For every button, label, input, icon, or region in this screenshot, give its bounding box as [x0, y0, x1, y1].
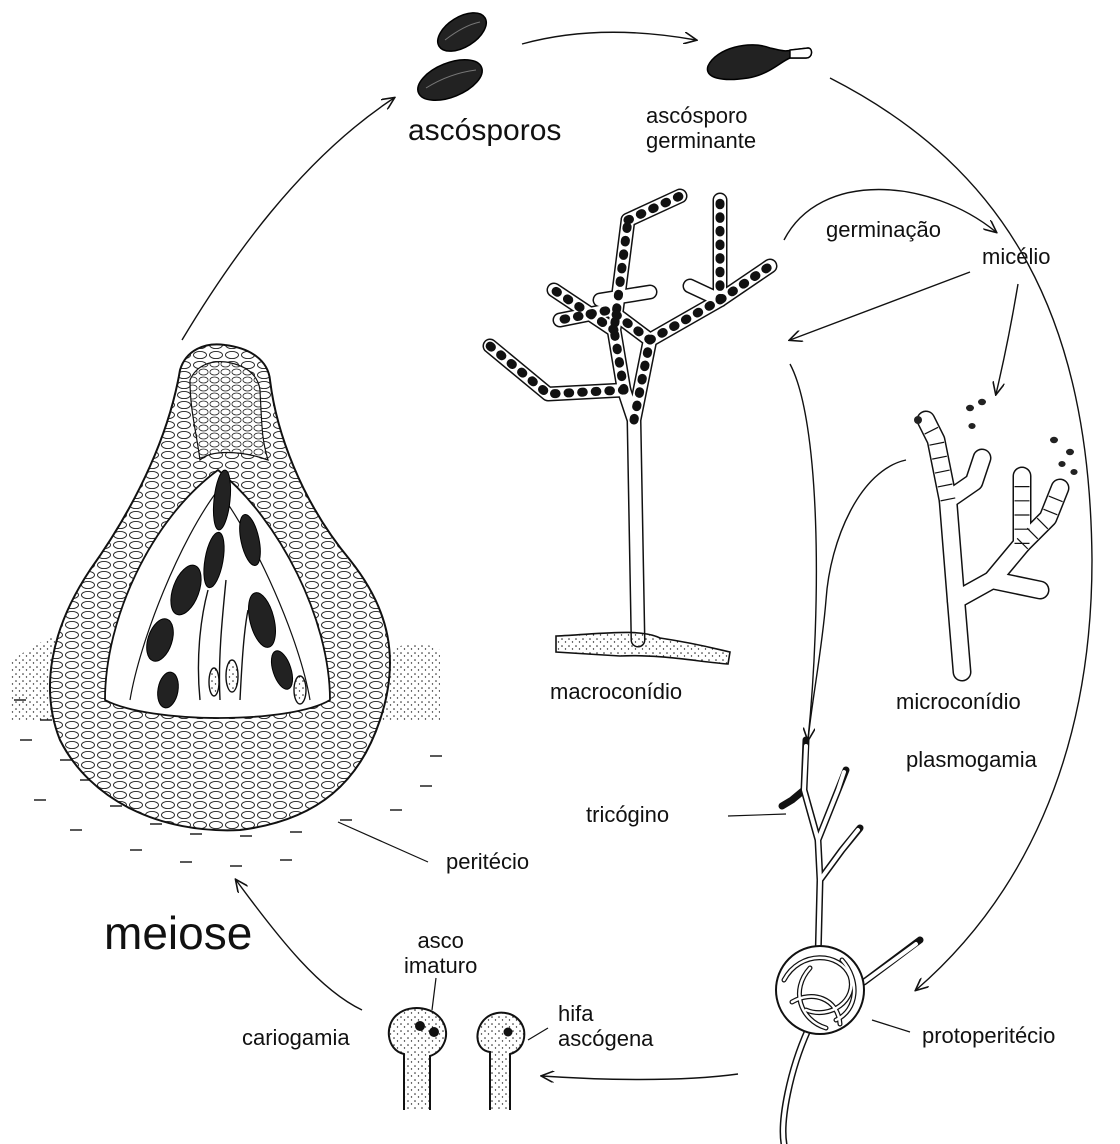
arrow-outer-to-protoperithecium [830, 78, 1092, 990]
label-hifa-ascogena: hifa ascógena [558, 1002, 653, 1051]
protoperithecium-icon [776, 740, 920, 1144]
label-plasmogamia: plasmogamia [906, 748, 1037, 773]
arrow-micelio-to-macroconidio [790, 272, 970, 340]
leader-hifa-ascogena [528, 1028, 548, 1040]
microconidia-branch-icon [914, 399, 1078, 672]
label-peritecio: peritécio [446, 850, 529, 875]
leader-peritecio [338, 822, 428, 862]
label-ascosporo-germinante: ascósporo germinante [646, 104, 756, 153]
label-meiose: meiose [104, 908, 252, 960]
label-tricogino: tricógino [586, 803, 669, 828]
leader-asco-imaturo [432, 978, 436, 1010]
label-cariogamia: cariogamia [242, 1026, 350, 1051]
arrow-macroconidio-to-tricogino [790, 364, 816, 740]
leader-tricogino [728, 814, 786, 816]
immature-ascus-icon [389, 1008, 524, 1110]
label-microconidio: microconídio [896, 690, 1021, 715]
label-ascosporos: ascósporos [408, 114, 561, 148]
arrow-microconidio-to-tricogino [808, 460, 906, 740]
arrow-asci-to-meiose [236, 880, 362, 1010]
arrow-ascospores-to-germinating [522, 32, 696, 44]
label-macroconidio: macroconídio [550, 680, 682, 705]
perithecium-section-icon [10, 344, 442, 866]
label-germinacao: germinação [826, 218, 941, 243]
germinating-ascospore-icon [707, 45, 811, 80]
leader-protoperitecio [872, 1020, 910, 1032]
arrow-perithecium-to-ascospores [182, 98, 394, 340]
branched-mycelium-icon [490, 196, 770, 664]
label-protoperitecio: protoperitécio [922, 1024, 1055, 1049]
arrow-micelio-to-microconidio [996, 284, 1018, 394]
arrow-proto-to-asci [542, 1074, 738, 1080]
ascospore-pair-icon [412, 5, 493, 109]
label-asco-imaturo: asco imaturo [404, 929, 477, 978]
label-micelio: micélio [982, 245, 1050, 270]
